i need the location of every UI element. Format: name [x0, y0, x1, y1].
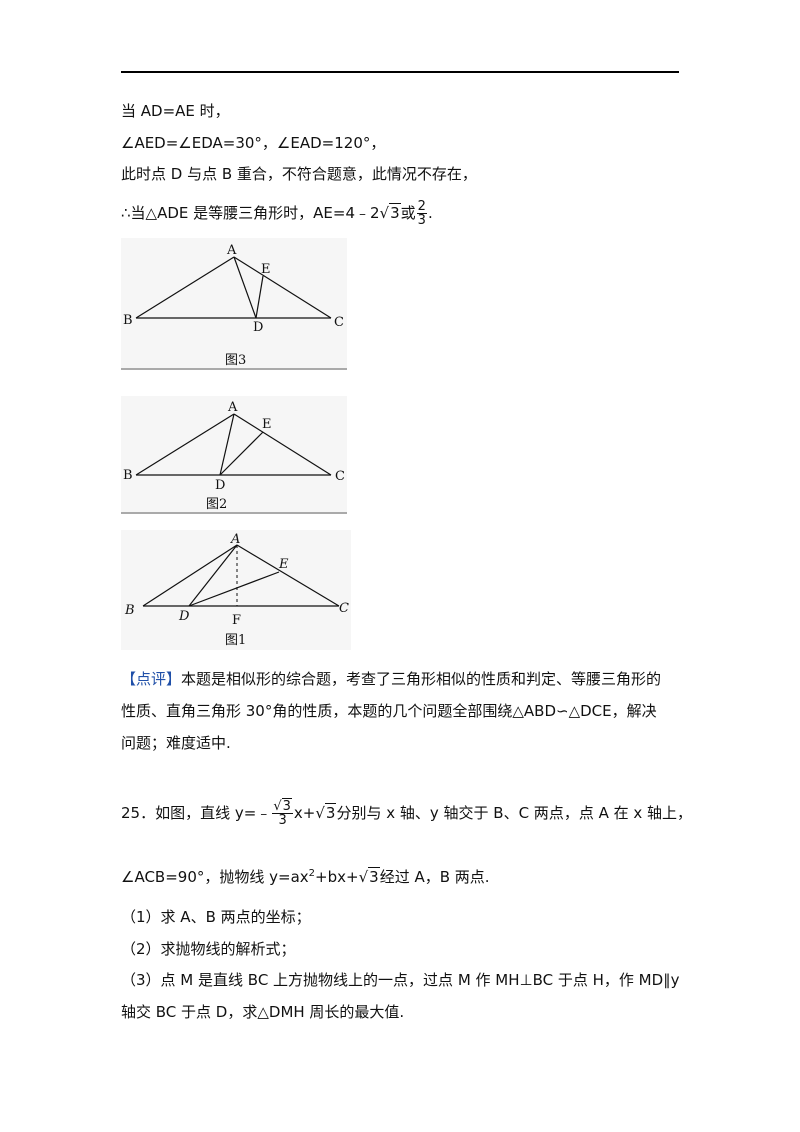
text-line-1: 当 AD=AE 时， [121, 102, 230, 120]
text-line-3: 此时点 D 与点 B 重合，不符合题意，此情况不存在， [121, 165, 477, 183]
fig1-label-a: A [230, 532, 240, 547]
fig2-label-c: C [335, 469, 345, 484]
problem-25-prefix: 25．如图，直线 y=﹣ [121, 804, 272, 822]
problem-25-line-2: ∠ACB=90°，抛物线 y=ax2+bx+√3经过 A，B 两点. [121, 864, 490, 887]
sqrt-3: √3 [315, 803, 337, 822]
fig1-label-b: B [124, 603, 135, 618]
figure-1: A E B C D F 图1 [121, 530, 351, 654]
fig2-label-e: E [262, 417, 272, 432]
exponent-2: 2 [308, 868, 316, 879]
figure-2-diagram: A E B C D 图2 [121, 396, 347, 514]
sqrt-3-parabola: √3 [358, 867, 380, 886]
comment-tag: 【点评】 [121, 670, 182, 688]
fig1-label-f: F [232, 613, 241, 628]
fig1-label-c: C [339, 601, 349, 616]
text-line-2: ∠AED=∠EDA=30°，∠EAD=120°， [121, 134, 386, 152]
fig2-label-a: A [227, 400, 238, 415]
fig2-caption: 图2 [206, 497, 227, 512]
fig3-caption: 图3 [225, 353, 246, 368]
problem-25-parabola-prefix: ∠ACB=90°，抛物线 y=ax [121, 868, 309, 886]
fig3-label-c: C [334, 315, 344, 330]
comment-text-1: 本题是相似形的综合题，考查了三角形相似的性质和判定、等腰三角形的 [181, 670, 662, 688]
conclusion-end: . [427, 204, 433, 222]
question-part-3-line-2: 轴交 BC 于点 D，求△DMH 周长的最大值. [121, 1003, 405, 1021]
fig3-label-a: A [226, 243, 237, 258]
fig2-label-d: D [215, 478, 225, 493]
problem-25-parabola-mid: +bx+ [315, 868, 359, 886]
figure-3-diagram: A E B C D 图3 [121, 238, 347, 370]
fig1-label-d: D [178, 609, 190, 624]
fig1-caption: 图1 [225, 633, 246, 648]
fig2-label-b: B [123, 468, 133, 483]
conclusion-or: 或 [400, 204, 416, 222]
comment-line-3: 问题；难度适中. [121, 734, 231, 752]
comment-line-2: 性质、直角三角形 30°角的性质，本题的几个问题全部围绕△ABD∽△DCE，解决 [121, 702, 657, 720]
conclusion-prefix: ∴当△ADE 是等腰三角形时，AE=4﹣2 [121, 204, 380, 222]
figure-2: A E B C D 图2 [121, 396, 347, 516]
question-part-1: （1）求 A、B 两点的坐标； [121, 908, 311, 926]
sqrt-expression: √3 [379, 203, 401, 222]
question-part-2: （2）求抛物线的解析式； [121, 940, 296, 958]
comment-line-1: 【点评】本题是相似形的综合题，考查了三角形相似的性质和判定、等腰三角形的 [121, 669, 661, 689]
figure-1-diagram: A E B C D F 图1 [121, 530, 351, 650]
problem-25-x: x+ [293, 804, 316, 822]
fig1-label-e: E [278, 557, 289, 572]
fig3-label-d: D [253, 320, 263, 335]
problem-25-rest: 分别与 x 轴、y 轴交于 B、C 两点，点 A 在 x 轴上， [336, 804, 693, 822]
fig3-label-b: B [123, 313, 133, 328]
question-part-3-line-1: （3）点 M 是直线 BC 上方抛物线上的一点，过点 M 作 MH⊥BC 于点 … [121, 971, 680, 989]
problem-25-parabola-rest: 经过 A，B 两点. [379, 868, 490, 886]
figure-3: A E B C D 图3 [121, 238, 347, 372]
fig3-label-e: E [261, 262, 271, 277]
header-rule [121, 71, 679, 73]
